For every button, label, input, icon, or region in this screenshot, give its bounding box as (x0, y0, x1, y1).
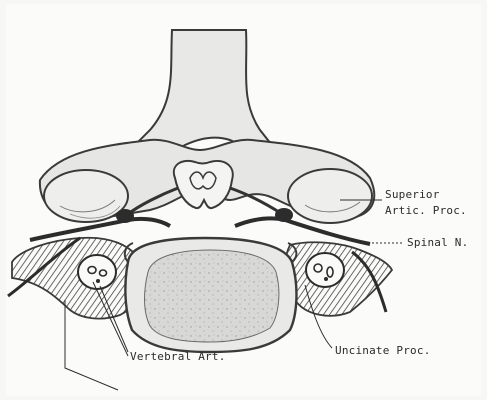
right-superior-articular-process (288, 169, 372, 223)
label-superior-artic-proc-line2: Artic. Proc. (385, 204, 467, 217)
left-spinal-nerve (30, 219, 170, 240)
left-vertebral-artery (78, 255, 116, 289)
label-uncinate-process: Uncinate Proc. (335, 344, 431, 357)
right-spinal-nerve (235, 218, 370, 244)
label-vertebral-artery: Vertebral Art. (130, 350, 226, 363)
label-superior-artic-proc-line1: Superior (385, 188, 440, 201)
vertebral-body-center (145, 250, 279, 342)
label-spinal-nerve: Spinal N. (407, 236, 468, 249)
right-vertebral-artery (306, 253, 344, 287)
spinal-cord (174, 161, 233, 208)
left-superior-articular-process (44, 170, 128, 222)
